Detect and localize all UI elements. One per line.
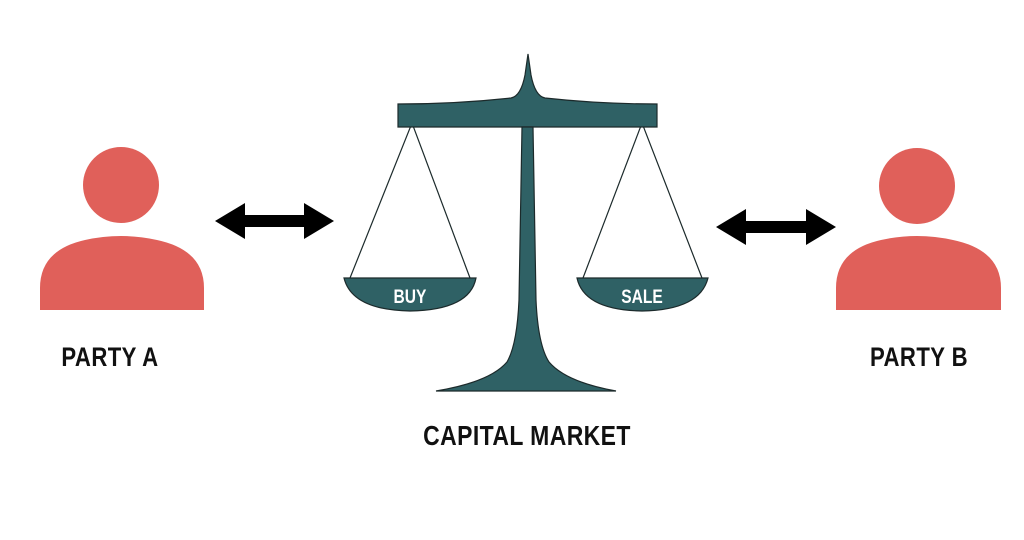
double-arrow-icon-right	[716, 209, 836, 245]
right-pan-label: SALE	[621, 286, 663, 308]
party-b-body	[836, 236, 1001, 310]
right-string-inner	[582, 122, 643, 279]
right-pan	[576, 277, 709, 312]
left-string-outer	[349, 122, 413, 279]
party-b-label: PARTY B	[869, 342, 968, 372]
double-arrow-icon-left	[215, 203, 334, 239]
party-a-body	[40, 236, 204, 310]
party-b-person-icon	[836, 148, 1001, 310]
party-a-person-icon	[40, 147, 204, 310]
right-string-outer	[641, 122, 703, 279]
left-pan	[343, 277, 477, 312]
balance-scale-icon: BUY SALE	[343, 53, 709, 392]
party-a-label: PARTY A	[61, 342, 159, 372]
left-string-inner	[411, 122, 471, 279]
party-a-head	[83, 147, 159, 223]
scale-post	[435, 126, 617, 392]
left-pan-label: BUY	[394, 286, 427, 308]
party-b-head	[879, 148, 955, 224]
capital-market-label: CAPITAL MARKET	[423, 420, 631, 451]
scale-beam	[397, 53, 658, 128]
